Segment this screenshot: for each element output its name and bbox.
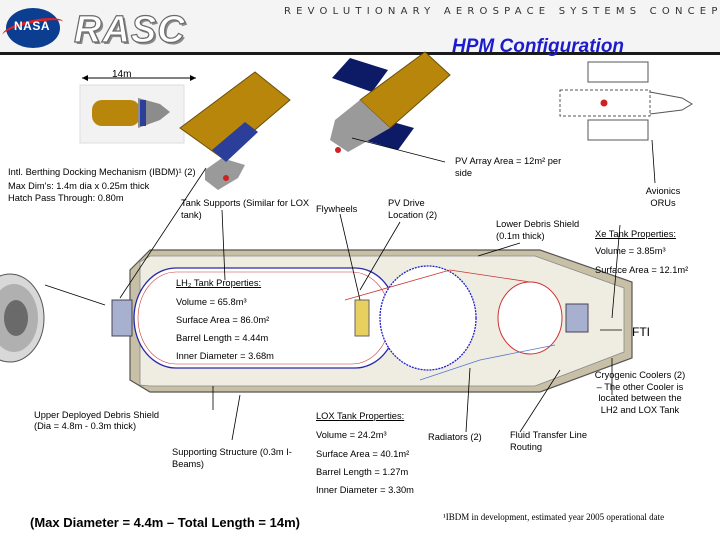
scale-label: 14m [112,69,132,80]
nasa-logo-text: NASA [14,19,51,33]
ibdm-label-line2: Max Dim's: 1.4m dia x 0.25m thick [8,181,150,191]
upper-shield-label-line1: Upper Deployed Debris Shield [34,410,160,420]
header-bar [0,0,720,55]
fluid-transfer-label: Fluid Transfer Line Routing [510,430,587,452]
lox-tank-surface: Surface Area = 40.1m² [316,449,410,459]
page-title: HPM Configuration [452,36,625,57]
lox-tank-heading: LOX Tank Properties: [316,411,405,421]
scale-bar [82,75,196,81]
lox-tank-diameter: Inner Diameter = 3.30m [316,485,414,495]
ibdm-label-line3: Hatch Pass Through: 0.80m [8,193,124,203]
lox-tank-barrel: Barrel Length = 1.27m [316,467,409,477]
hpm-cross-section [111,249,633,393]
radiators-label: Radiators (2) [428,432,482,442]
lox-tank-volume: Volume = 24.2m³ [316,430,387,440]
lower-debris-shield-label: Lower Debris Shield (0.1m thick) [496,219,580,241]
lh2-tank-heading: LH₂ Tank Properties: [176,278,262,288]
supporting-structure-label: Supporting Structure (0.3m I-Beams) [172,447,292,469]
bottom-caption: (Max Diameter = 4.4m – Total Length = 14… [30,515,300,530]
header-tagline: REVOLUTIONARY AEROSPACE SYSTEMS CONCEPTS [284,6,720,17]
xe-tank-surface: Surface Area = 12.1m² [595,265,689,275]
xe-tank-volume: Volume = 3.85m³ [595,246,666,256]
lh2-tank-barrel: Barrel Length = 4.44m [176,333,269,343]
tank-supports-label: Tank Supports (Similar for LOX tank) [181,198,310,220]
leader-lines [44,137,656,441]
spacecraft-render-with-arrays [330,51,451,153]
spacecraft-render-oblique [179,71,291,190]
xe-tank-heading: Xe Tank Properties: [595,229,676,239]
cryogenic-coolers-label: Cryogenic Coolers (2) – The other Cooler… [594,370,686,415]
upper-shield-label-line2: (Dia = 4.8m - 0.3m thick) [34,421,137,431]
spacecraft-render-small [79,84,185,144]
lh2-tank-diameter: Inner Diameter = 3.68m [176,351,274,361]
footnote: ¹IBDM in development, estimated year 200… [443,512,665,522]
lh2-tank-surface: Surface Area = 86.0m² [176,315,270,325]
spacecraft-line-drawing [559,61,693,141]
ibdm-detail-render [0,273,45,363]
nasa-logo-circle [6,8,60,48]
pv-drive-label: PV Drive Location (2) [388,198,438,220]
pv-array-label: PV Array Area = 12m² per side [455,156,562,178]
avionics-label: Avionics ORUs [645,186,681,208]
rasc-logo: RASC [73,8,186,51]
lh2-tank-volume: Volume = 65.8m³ [176,297,247,307]
fti-label: FTI [632,325,650,339]
header-divider [0,52,720,55]
flywheels-label: Flywheels [316,204,358,214]
ibdm-label-line1: Intl. Berthing Docking Mechanism (IBDM)¹… [8,167,196,177]
